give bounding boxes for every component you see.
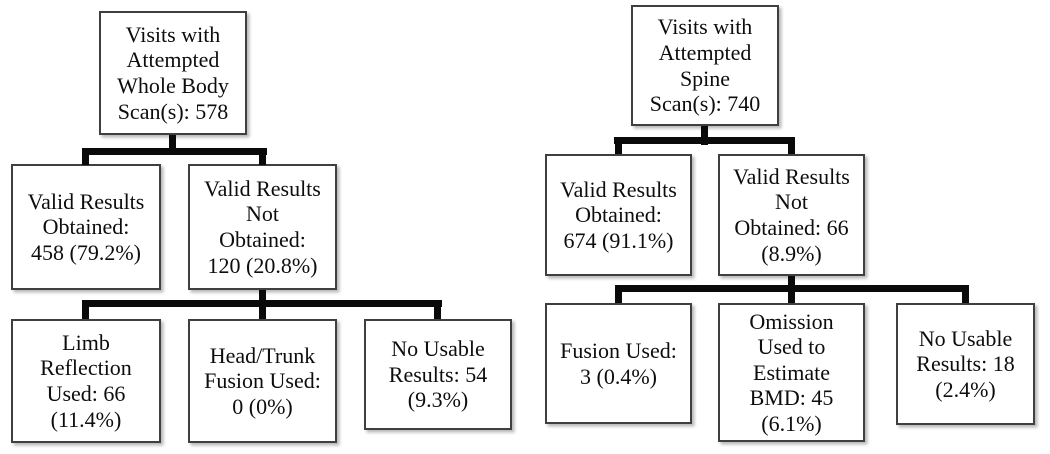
node-spine-omission-bmd: Omission Used to Estimate BMD: 45 (6.1%) (718, 303, 865, 442)
connector-segment (788, 285, 795, 303)
node-whole-body-head-trunk-fusion: Head/Trunk Fusion Used: 0 (0%) (188, 319, 337, 443)
connector-segment (962, 285, 969, 303)
node-spine-fusion-used: Fusion Used: 3 (0.4%) (545, 303, 692, 424)
node-whole-body-root: Visits with Attempted Whole Body Scan(s)… (99, 11, 247, 135)
connector-segment (434, 300, 441, 319)
node-spine-no-usable-results: No Usable Results: 18 (2.4%) (896, 303, 1035, 425)
connector-segment (259, 300, 266, 319)
connector-segment (259, 148, 266, 165)
connector-segment (82, 148, 89, 165)
node-whole-body-no-usable-results: No Usable Results: 54 (9.3%) (364, 319, 512, 430)
connector-segment (82, 300, 89, 319)
connector-segment (614, 137, 795, 144)
connector-segment (615, 285, 622, 303)
node-whole-body-valid-results: Valid Results Obtained: 458 (79.2%) (11, 164, 161, 290)
node-spine-valid-results: Valid Results Obtained: 674 (91.1%) (545, 154, 692, 276)
node-spine-valid-results-not-obtained: Valid Results Not Obtained: 66 (8.9%) (718, 154, 865, 276)
connector-segment (615, 137, 622, 154)
connector-segment (788, 276, 795, 292)
connector-segment (788, 137, 795, 154)
connector-segment (701, 126, 708, 145)
node-whole-body-valid-results-not-obtained: Valid Results Not Obtained: 120 (20.8%) (188, 164, 337, 290)
connector-segment (82, 148, 267, 155)
connector-segment (169, 135, 176, 155)
node-whole-body-limb-reflection: Limb Reflection Used: 66 (11.4%) (11, 319, 161, 443)
node-spine-root: Visits with Attempted Spine Scan(s): 740 (631, 5, 779, 126)
connector-segment (259, 290, 266, 307)
